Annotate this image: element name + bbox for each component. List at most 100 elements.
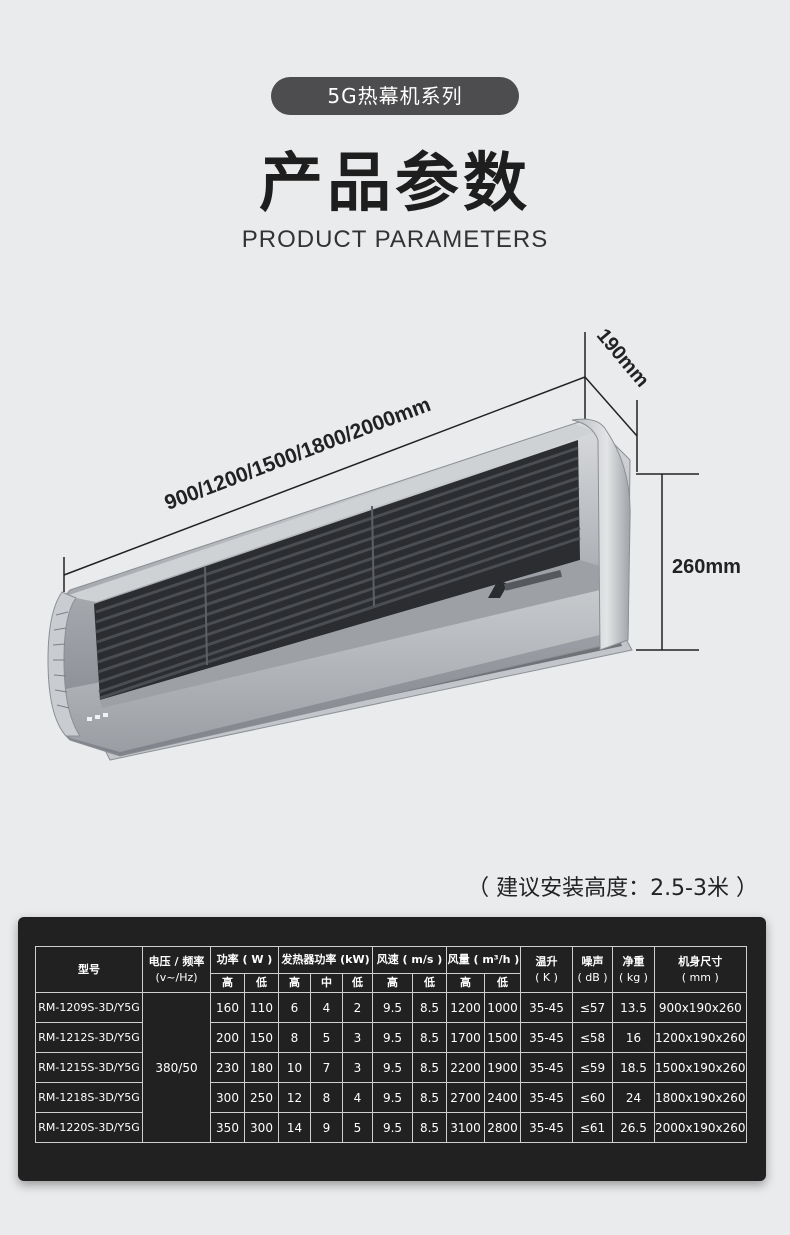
col-temp-rise: 温升( K ) (520, 946, 573, 993)
cell-weight: 13.5 (612, 992, 655, 1023)
cell-s-low: 8.5 (412, 1082, 447, 1113)
cell-p-high: 230 (210, 1052, 245, 1083)
col-noise: 噪声( dB ) (572, 946, 613, 993)
sub-power-low: 低 (244, 973, 279, 993)
col-model: 型号 (35, 946, 143, 993)
cell-size: 900x190x260 (654, 992, 747, 1023)
cell-h-high: 8 (278, 1022, 311, 1053)
cell-p-high: 200 (210, 1022, 245, 1053)
cell-p-high: 350 (210, 1112, 245, 1143)
cell-model: RM-1209S-3D/Y5G (35, 992, 143, 1023)
sub-speed-high: 高 (372, 973, 413, 993)
spec-panel: 型号 电压 / 频率(v~/Hz) 功率 ( W ) 发热器功率 (kW) 风速… (18, 917, 766, 1181)
cell-temp: 35-45 (520, 1052, 573, 1083)
cell-size: 1500x190x260 (654, 1052, 747, 1083)
cell-size: 2000x190x260 (654, 1112, 747, 1143)
cell-h-high: 10 (278, 1052, 311, 1083)
cell-temp: 35-45 (520, 1022, 573, 1053)
cell-temp: 35-45 (520, 992, 573, 1023)
sub-heater-mid: 中 (310, 973, 343, 993)
cell-h-low: 2 (342, 992, 373, 1023)
page-subtitle: PRODUCT PARAMETERS (241, 226, 549, 253)
cell-p-high: 160 (210, 992, 245, 1023)
col-speed: 风速 ( m/s ) (372, 946, 447, 974)
cell-model: RM-1212S-3D/Y5G (35, 1022, 143, 1053)
cell-model: RM-1218S-3D/Y5G (35, 1082, 143, 1113)
col-volume: 风量 ( m³/h ) (446, 946, 521, 974)
cell-h-high: 14 (278, 1112, 311, 1143)
cell-s-high: 9.5 (372, 1112, 413, 1143)
sub-speed-low: 低 (412, 973, 447, 993)
cell-model: RM-1215S-3D/Y5G (35, 1052, 143, 1083)
install-height-note: （ 建议安装高度：2.5-3米 ） (467, 876, 758, 901)
cell-weight: 18.5 (612, 1052, 655, 1083)
table-header-row: 型号 电压 / 频率(v~/Hz) 功率 ( W ) 发热器功率 (kW) 风速… (35, 946, 747, 993)
cell-p-low: 180 (244, 1052, 279, 1083)
cell-v-high: 3100 (446, 1112, 485, 1143)
cell-s-low: 8.5 (412, 992, 447, 1023)
cell-v-high: 1200 (446, 992, 485, 1023)
height-label: 260mm (672, 556, 741, 578)
cell-size: 1200x190x260 (654, 1022, 747, 1053)
sub-heater-low: 低 (342, 973, 373, 993)
col-weight: 净重( kg ) (612, 946, 655, 993)
brand-logo (488, 569, 562, 598)
cell-h-mid: 9 (310, 1112, 343, 1143)
control-indicators (87, 713, 108, 721)
product-diagram: 900/1200/1500/1800/2000mm 190mm 260mm (47, 325, 741, 761)
cell-temp: 35-45 (520, 1112, 573, 1143)
height-dimension: 260mm (636, 473, 741, 651)
cell-v-low: 2400 (484, 1082, 521, 1113)
col-voltage: 电压 / 频率(v~/Hz) (142, 946, 211, 993)
spec-table: 型号 电压 / 频率(v~/Hz) 功率 ( W ) 发热器功率 (kW) 风速… (35, 946, 747, 1143)
cell-weight: 16 (612, 1022, 655, 1053)
page-title: 产品参数 (259, 147, 531, 221)
cell-v-high: 2200 (446, 1052, 485, 1083)
cell-noise: ≤59 (572, 1052, 613, 1083)
cell-v-high: 1700 (446, 1022, 485, 1053)
cell-noise: ≤57 (572, 992, 613, 1023)
col-heater-power: 发热器功率 (kW) (278, 946, 373, 974)
col-size: 机身尺寸( mm ) (654, 946, 747, 993)
sub-heater-high: 高 (278, 973, 311, 993)
cell-s-high: 9.5 (372, 992, 413, 1023)
cell-h-mid: 5 (310, 1022, 343, 1053)
cell-p-low: 110 (244, 992, 279, 1023)
cell-h-high: 12 (278, 1082, 311, 1113)
cell-size: 1800x190x260 (654, 1082, 747, 1113)
cell-temp: 35-45 (520, 1082, 573, 1113)
cell-h-high: 6 (278, 992, 311, 1023)
series-badge: 5G热幕机系列 (271, 77, 519, 115)
cell-s-low: 8.5 (412, 1052, 447, 1083)
cell-noise: ≤58 (572, 1022, 613, 1053)
cell-s-low: 8.5 (412, 1022, 447, 1053)
cell-p-low: 250 (244, 1082, 279, 1113)
cell-p-low: 300 (244, 1112, 279, 1143)
cell-weight: 26.5 (612, 1112, 655, 1143)
cell-s-high: 9.5 (372, 1052, 413, 1083)
cell-h-mid: 8 (310, 1082, 343, 1113)
cell-weight: 24 (612, 1082, 655, 1113)
cell-v-low: 2800 (484, 1112, 521, 1143)
air-curtain-unit (47, 418, 633, 761)
cell-h-low: 3 (342, 1052, 373, 1083)
col-power: 功率 ( W ) (210, 946, 279, 974)
cell-v-low: 1500 (484, 1022, 521, 1053)
cell-h-low: 5 (342, 1112, 373, 1143)
sub-volume-high: 高 (446, 973, 485, 993)
cell-s-low: 8.5 (412, 1112, 447, 1143)
cell-model: RM-1220S-3D/Y5G (35, 1112, 143, 1143)
cell-v-low: 1000 (484, 992, 521, 1023)
cell-v-low: 1900 (484, 1052, 521, 1083)
voltage-cell: 380/50 (142, 992, 211, 1143)
depth-label: 190mm (592, 325, 653, 392)
cell-s-high: 9.5 (372, 1022, 413, 1053)
sub-volume-low: 低 (484, 973, 521, 993)
cell-h-mid: 7 (310, 1052, 343, 1083)
cell-p-low: 150 (244, 1022, 279, 1053)
cell-h-low: 4 (342, 1082, 373, 1113)
